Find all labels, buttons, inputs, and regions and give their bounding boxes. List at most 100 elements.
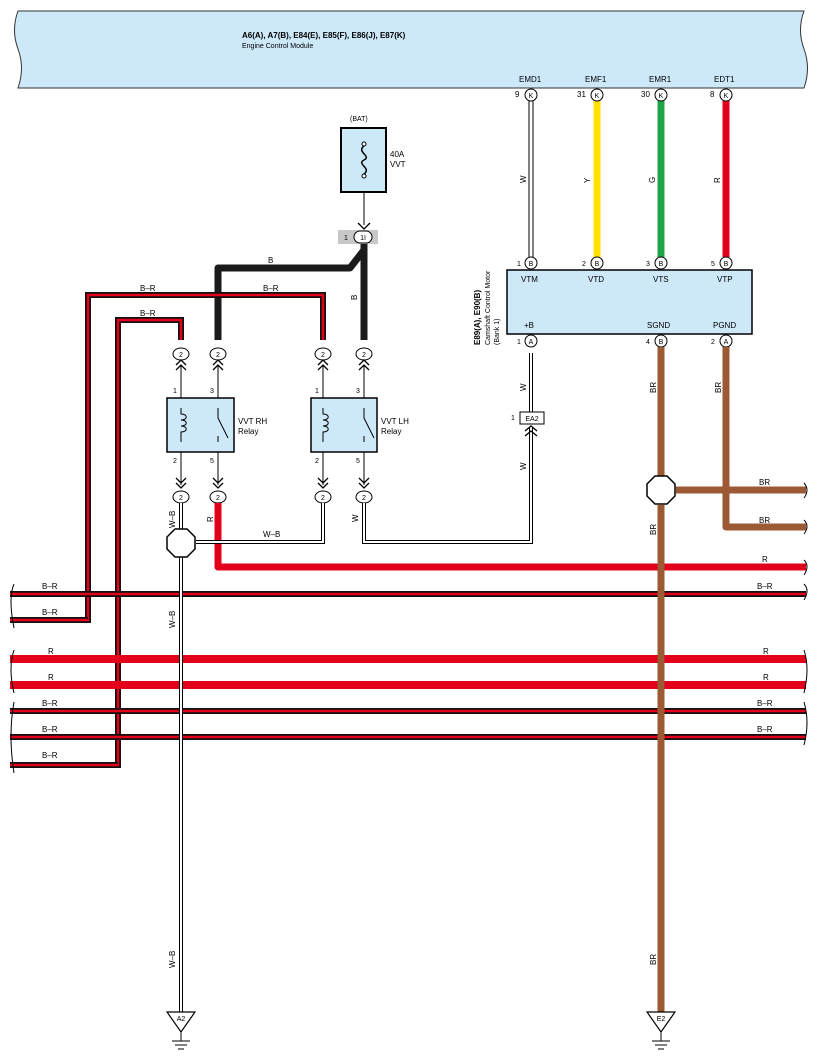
br-wires: B–R B–R B–R	[10, 284, 326, 768]
svg-text:A: A	[724, 339, 729, 346]
svg-text:VTP: VTP	[717, 275, 733, 284]
svg-text:EA2: EA2	[525, 416, 538, 423]
relay-lh-connectors-top: 2 2	[314, 347, 373, 371]
harness-wires: B–R B–R R R B–R B–R B–R B–R R R B–R B–R	[10, 482, 808, 774]
svg-text:B–R: B–R	[140, 284, 156, 293]
svg-text:W–B: W–B	[168, 951, 177, 968]
svg-text:B–R: B–R	[757, 582, 773, 591]
relay-rh-box	[166, 397, 235, 453]
svg-text:E2: E2	[657, 1016, 666, 1023]
svg-text:B–R: B–R	[42, 725, 58, 734]
ecm-panel-box	[14, 10, 808, 89]
svg-text:1: 1	[517, 339, 521, 346]
switch-icon	[363, 408, 375, 442]
svg-text:Relay: Relay	[381, 427, 401, 436]
svg-text:BR: BR	[759, 516, 770, 525]
motor-pin-plus-b: +B 1 A	[517, 321, 538, 348]
svg-text:2: 2	[315, 458, 319, 465]
coil-icon	[322, 408, 329, 442]
svg-text:B: B	[268, 256, 273, 265]
svg-text:3: 3	[646, 261, 650, 268]
svg-text:5: 5	[711, 261, 715, 268]
svg-text:K: K	[724, 93, 729, 100]
svg-text:VVT RH: VVT RH	[238, 417, 267, 426]
brown-wires: BR BR BR BR BR BR	[649, 347, 806, 1012]
svg-text:W: W	[519, 383, 528, 391]
svg-text:VTS: VTS	[653, 275, 669, 284]
svg-text:B: B	[659, 261, 664, 268]
svg-text:W: W	[519, 175, 528, 183]
relay-rh-connectors-bottom: 2 2	[172, 477, 227, 504]
relay-lh-box	[310, 397, 378, 453]
ecm-panel: A6(A), A7(B), E84(E), E85(F), E86(J), E8…	[14, 10, 808, 89]
svg-text:B–R: B–R	[757, 725, 773, 734]
svg-text:W: W	[519, 462, 528, 470]
svg-text:R: R	[206, 516, 215, 522]
svg-text:B: B	[350, 295, 359, 300]
ecm-codes: A6(A), A7(B), E84(E), E85(F), E86(J), E8…	[242, 31, 406, 40]
relay-rh-connectors-top: 2 2	[172, 347, 227, 371]
svg-text:5: 5	[356, 458, 360, 465]
svg-text:30: 30	[641, 90, 650, 99]
svg-text:1: 1	[315, 388, 319, 395]
svg-text:R: R	[48, 647, 54, 656]
svg-text:2: 2	[362, 495, 366, 502]
svg-text:BR: BR	[649, 524, 658, 535]
ecm-terminal-emr1: EMR1 30 K G	[641, 75, 672, 183]
svg-text:BR: BR	[714, 382, 723, 393]
svg-text:Camshaft Control Motor: Camshaft Control Motor	[485, 270, 492, 345]
svg-text:5: 5	[210, 458, 214, 465]
battery-feed-wires: B B	[214, 244, 368, 340]
svg-text:2: 2	[711, 339, 715, 346]
svg-text:40A: 40A	[390, 150, 405, 159]
motor-pin-vtd: 2 B VTD	[582, 256, 604, 284]
relay-lh-connectors-bottom: 2 2	[314, 477, 373, 504]
svg-text:1: 1	[344, 235, 348, 242]
svg-text:VTD: VTD	[588, 275, 604, 284]
ecm-terminal-edt1: EDT1 8 K R	[710, 75, 735, 183]
svg-text:BR: BR	[649, 954, 658, 965]
motor-pin-vtp: 5 B VTP	[711, 256, 733, 284]
splice-point	[646, 475, 676, 505]
ground-a2: A2	[165, 1011, 197, 1050]
ecm-motor-wires	[528, 101, 730, 257]
relay-vvt-rh: 2 2 1 3 VVT RH Relay 2 5 2 2	[166, 347, 267, 504]
svg-text:B: B	[659, 339, 664, 346]
svg-text:SGND: SGND	[647, 321, 670, 330]
ecm-terminal-emd1: EMD1 9 K W	[515, 75, 542, 183]
svg-text:Y: Y	[583, 177, 592, 183]
svg-text:B–R: B–R	[263, 284, 279, 293]
svg-text:B–R: B–R	[42, 699, 58, 708]
svg-text:VVT: VVT	[390, 160, 406, 169]
svg-text:3: 3	[210, 388, 214, 395]
ecm-name: Engine Control Module	[242, 43, 313, 50]
motor-pin-vtm: 1 B VTM	[517, 256, 538, 284]
svg-text:3: 3	[356, 388, 360, 395]
svg-text:VTM: VTM	[521, 275, 538, 284]
svg-text:2: 2	[216, 495, 220, 502]
svg-text:EMD1: EMD1	[519, 75, 542, 84]
svg-text:R: R	[713, 177, 722, 183]
svg-text:1: 1	[511, 415, 515, 422]
connector-ea2: W 1 EA2	[511, 353, 545, 437]
svg-text:W–B: W–B	[263, 530, 280, 539]
svg-text:B–R: B–R	[42, 751, 58, 760]
relay-vvt-lh: 2 2 1 3 VVT LH Relay 2 5 2 2	[310, 347, 409, 504]
fuse-icon	[361, 145, 367, 175]
svg-text:W–B: W–B	[168, 511, 177, 528]
svg-text:B: B	[529, 261, 534, 268]
svg-text:2: 2	[321, 352, 325, 359]
svg-text:A: A	[529, 339, 534, 346]
ground-e2: E2	[645, 1011, 677, 1050]
svg-text:4: 4	[646, 339, 650, 346]
svg-text:2: 2	[173, 458, 177, 465]
svg-text:VVT LH: VVT LH	[381, 417, 409, 426]
svg-text:8: 8	[710, 90, 715, 99]
svg-text:(Bank 1): (Bank 1)	[494, 319, 501, 345]
svg-text:BR: BR	[649, 382, 658, 393]
svg-text:1: 1	[517, 261, 521, 268]
relay-output-wires: R R W–B W–B W W W–B W–B	[168, 428, 806, 1012]
svg-text:9: 9	[515, 90, 520, 99]
svg-text:W: W	[351, 514, 360, 522]
